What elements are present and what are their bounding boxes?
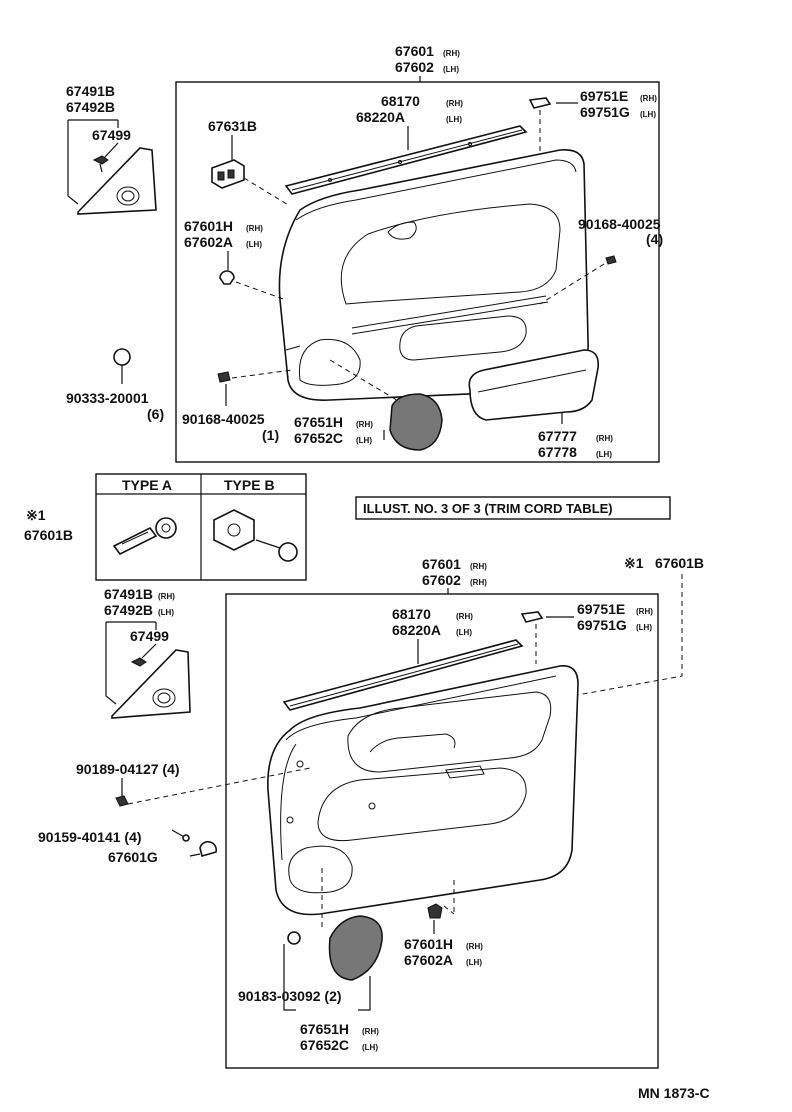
svg-text:69751E: 69751E: [577, 601, 625, 617]
svg-text:67601: 67601: [422, 556, 461, 572]
svg-text:(RH): (RH): [443, 49, 460, 58]
callout-clip-top: 67601H (RH) 67602A (LH): [184, 218, 287, 301]
svg-text:67601: 67601: [395, 43, 434, 59]
speaker-grille-top: 67651H (RH) 67652C (LH): [294, 359, 443, 451]
svg-text:TYPE A: TYPE A: [122, 477, 172, 493]
svg-text:(LH): (LH): [456, 628, 472, 637]
svg-text:(LH): (LH): [640, 110, 656, 119]
svg-text:68220A: 68220A: [392, 622, 441, 638]
callout-switch-base: 67631B: [208, 118, 291, 207]
svg-text:※1: ※1: [26, 507, 46, 523]
svg-text:ILLUST. NO. 3 OF 3 (TRIM CORD: ILLUST. NO. 3 OF 3 (TRIM CORD TABLE): [363, 501, 613, 516]
type-table: ※1 67601B TYPE A TYPE B: [24, 473, 307, 581]
svg-text:90333-20001: 90333-20001: [66, 390, 149, 406]
callout-weatherstrip-bottom: 68170 (RH) 68220A (LH): [282, 606, 524, 711]
svg-text:(LH): (LH): [158, 608, 174, 617]
svg-text:90159-40141 (4): 90159-40141 (4): [38, 829, 142, 845]
svg-text:(RH): (RH): [470, 562, 487, 571]
svg-text:TYPE B: TYPE B: [224, 477, 275, 493]
svg-text:68220A: 68220A: [356, 109, 405, 125]
svg-text:(RH): (RH): [246, 224, 263, 233]
svg-text:67492B: 67492B: [104, 602, 153, 618]
svg-text:90183-03092 (2): 90183-03092 (2): [238, 988, 342, 1004]
svg-text:90189-04127 (4): 90189-04127 (4): [76, 761, 180, 777]
svg-text:67777: 67777: [538, 428, 577, 444]
svg-text:67602: 67602: [395, 59, 434, 75]
callout-clip-bottom: 67601H (RH) 67602A (LH): [404, 880, 483, 968]
svg-text:67652C: 67652C: [300, 1037, 349, 1053]
svg-text:(RH): (RH): [470, 578, 487, 587]
svg-text:(LH): (LH): [446, 115, 462, 124]
svg-text:(RH): (RH): [356, 420, 373, 429]
svg-text:68170: 68170: [392, 606, 431, 622]
svg-text:67492B: 67492B: [66, 99, 115, 115]
svg-text:(LH): (LH): [443, 65, 459, 74]
speaker-grille-bottom: 90183-03092 (2) 67651H (RH) 67652C (LH): [238, 868, 383, 1053]
callout-tweeter-cover-bottom: 67491B (RH) 67492B (LH) 67499: [104, 586, 191, 719]
callout-clip-g-bottom: 67601G: [108, 840, 218, 865]
callout-tweeter-cover-top: 67491B 67492B 67499: [66, 83, 131, 205]
svg-text:67601G: 67601G: [108, 849, 158, 865]
svg-text:67601B: 67601B: [655, 555, 704, 571]
svg-text:(RH): (RH): [456, 612, 473, 621]
svg-text:(1): (1): [262, 427, 279, 443]
callout-screw-e-bottom: 90159-40141 (4): [38, 829, 190, 845]
bottom-assembly-frame: [225, 593, 659, 1069]
callout-panel-main-bottom: 67601 (RH) 67602 (RH): [422, 556, 487, 594]
svg-text:67631B: 67631B: [208, 118, 257, 134]
svg-text:67491B: 67491B: [66, 83, 115, 99]
svg-text:(6): (6): [147, 406, 164, 422]
svg-text:68170: 68170: [381, 93, 420, 109]
svg-text:67499: 67499: [92, 127, 131, 143]
door-panel-bottom: [267, 665, 579, 916]
svg-text:(RH): (RH): [362, 1027, 379, 1036]
callout-handle-cap-top: 69751E (RH) 69751G (LH): [528, 88, 657, 152]
svg-text:(RH): (RH): [640, 94, 657, 103]
svg-text:67652C: 67652C: [294, 430, 343, 446]
armrest-top: 67777 (RH) 67778 (LH): [468, 349, 613, 460]
svg-text:(RH): (RH): [636, 607, 653, 616]
callout-plug: 90333-20001 (6): [66, 348, 164, 422]
callout-ref-67601b: ※1 67601B: [571, 555, 704, 697]
svg-text:(RH): (RH): [446, 99, 463, 108]
svg-text:67651H: 67651H: [300, 1021, 349, 1037]
svg-text:67601B: 67601B: [24, 527, 73, 543]
tweeter-cover-part-top: [77, 147, 157, 215]
illust-note: ILLUST. NO. 3 OF 3 (TRIM CORD TABLE): [355, 496, 671, 520]
svg-text:67601H: 67601H: [404, 936, 453, 952]
svg-text:90168-40025: 90168-40025: [182, 411, 265, 427]
callout-handle-cap-bottom: 69751E (RH) 69751G (LH): [520, 601, 653, 664]
footer-code: MN 1873-C: [638, 1085, 710, 1101]
svg-text:(LH): (LH): [356, 436, 372, 445]
svg-text:(LH): (LH): [246, 240, 262, 249]
svg-text:67602: 67602: [422, 572, 461, 588]
svg-text:69751E: 69751E: [580, 88, 628, 104]
svg-text:67499: 67499: [130, 628, 169, 644]
callout-panel-main-top: 67601 (RH) 67602 (LH): [395, 43, 460, 82]
svg-text:69751G: 69751G: [577, 617, 627, 633]
svg-text:(LH): (LH): [596, 450, 612, 459]
svg-text:(LH): (LH): [362, 1043, 378, 1052]
svg-text:67601H: 67601H: [184, 218, 233, 234]
svg-text:※1: ※1: [624, 555, 644, 571]
svg-text:69751G: 69751G: [580, 104, 630, 120]
svg-text:67602A: 67602A: [404, 952, 453, 968]
svg-text:(LH): (LH): [636, 623, 652, 632]
svg-text:67491B: 67491B: [104, 586, 153, 602]
svg-text:(RH): (RH): [596, 434, 613, 443]
callout-screw-c-top: 90168-40025 (1): [182, 369, 293, 443]
svg-text:67602A: 67602A: [184, 234, 233, 250]
svg-text:(4): (4): [646, 231, 663, 247]
svg-text:67778: 67778: [538, 444, 577, 460]
callout-screw-b-top: 90168-40025 (4): [539, 216, 663, 305]
svg-text:90168-40025: 90168-40025: [578, 216, 661, 232]
svg-text:(RH): (RH): [158, 592, 175, 601]
svg-text:(RH): (RH): [466, 942, 483, 951]
callout-weatherstrip-top: 68170 (RH) 68220A (LH): [284, 93, 528, 195]
svg-text:(LH): (LH): [466, 958, 482, 967]
callout-screw-d-bottom: 90189-04127 (4): [76, 761, 311, 807]
svg-text:67651H: 67651H: [294, 414, 343, 430]
top-assembly-frame: [175, 81, 660, 463]
